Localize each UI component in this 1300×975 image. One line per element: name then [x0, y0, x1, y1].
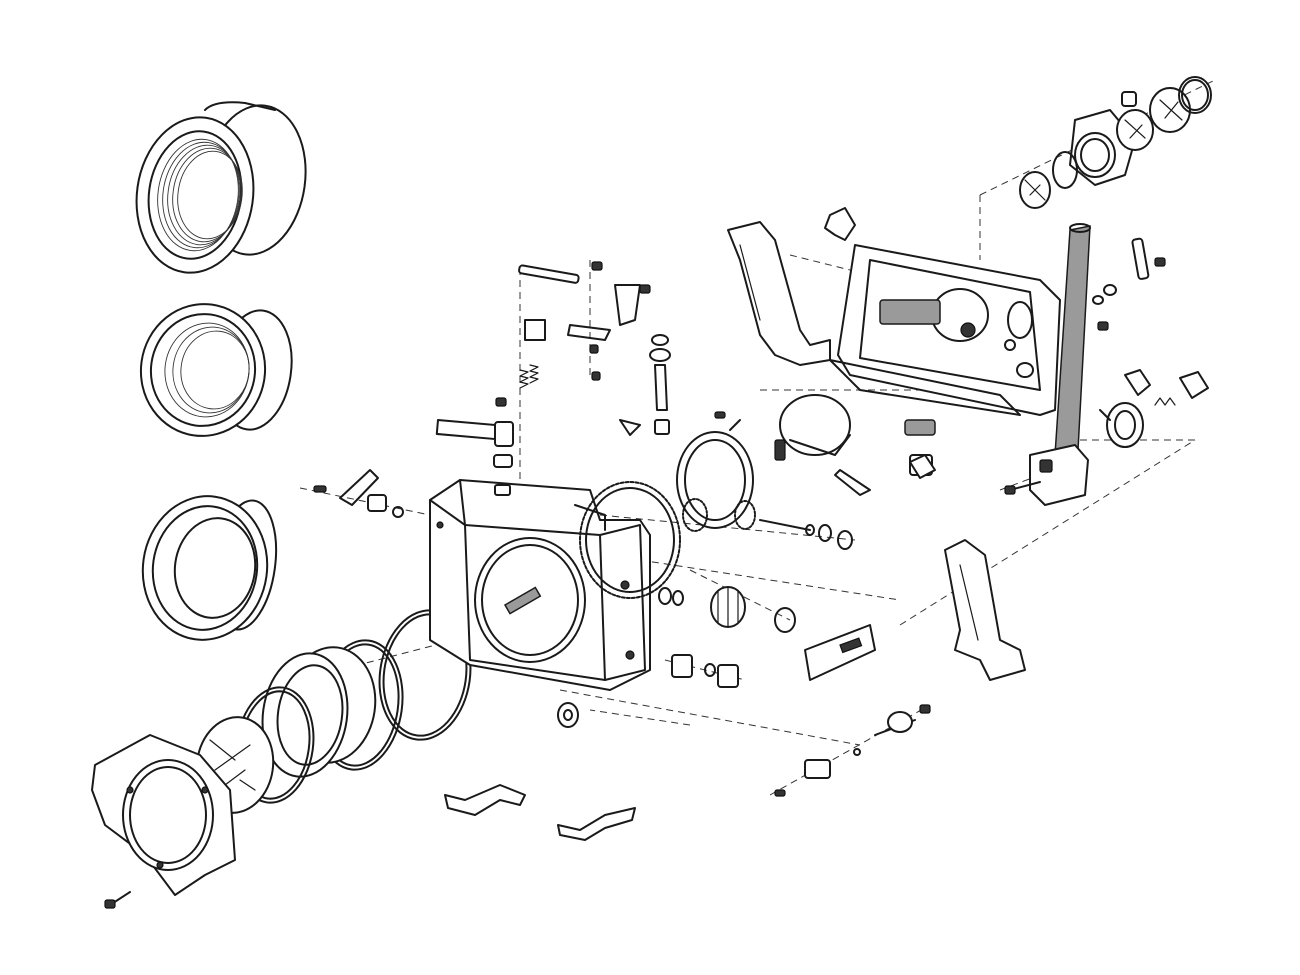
control-knob — [710, 586, 796, 633]
star-knob — [824, 207, 1209, 479]
latch-clip — [444, 784, 526, 816]
port-ring-medium — [139, 303, 293, 437]
port-ring-large — [135, 101, 307, 274]
port-ring-small — [141, 495, 278, 641]
drive-gear — [579, 481, 681, 599]
gear-knob — [676, 411, 756, 532]
housing-body — [429, 479, 651, 691]
clamp-ring — [774, 394, 936, 496]
latch-clip — [557, 807, 636, 841]
rod-mount — [1004, 237, 1176, 506]
handle-right — [944, 539, 1026, 681]
small-parts — [313, 261, 931, 797]
handle-left — [727, 221, 831, 366]
lens-shade — [91, 734, 236, 909]
name-plate — [804, 624, 876, 681]
back-plate — [829, 244, 1061, 416]
viewfinder-assembly — [1019, 76, 1212, 209]
support-rod — [1054, 223, 1091, 456]
